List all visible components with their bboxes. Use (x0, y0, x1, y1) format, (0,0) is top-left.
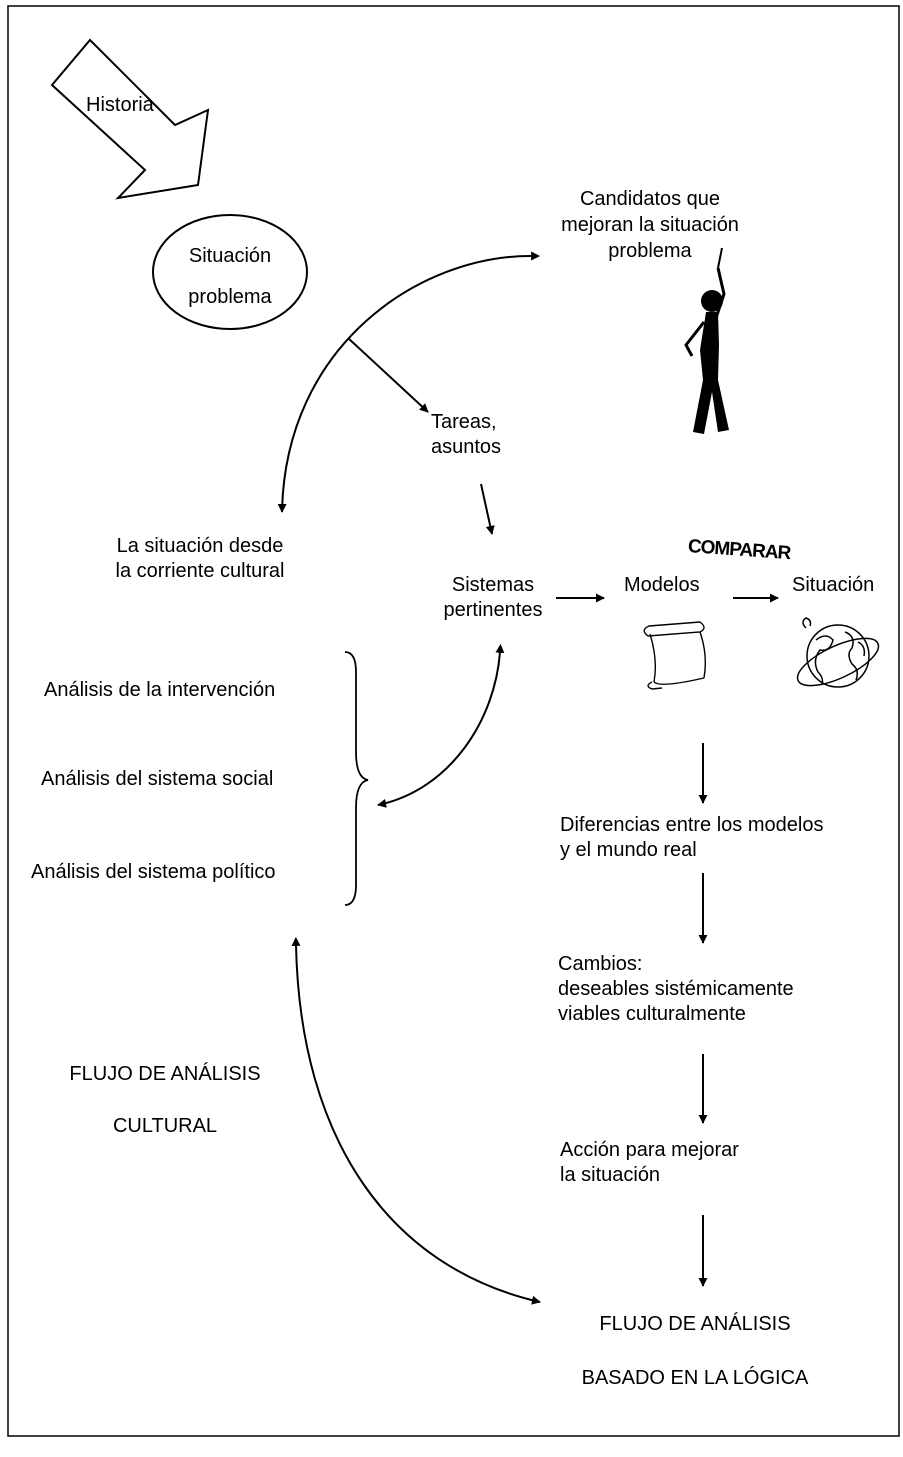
arrow-candidatos-cultural (277, 251, 541, 513)
modelos-label: Modelos (624, 574, 700, 596)
analisis-politico-label: Análisis del sistema político (31, 861, 276, 883)
scroll-icon (643, 621, 707, 690)
globe-icon (796, 617, 880, 688)
candidatos-label: Candidatos que mejoran la situación prob… (561, 188, 739, 262)
analisis-brace (344, 651, 369, 906)
situacion-cultural-label: La situación desde la corriente cultural (115, 535, 285, 582)
arrow-sistemas-analisis (377, 643, 505, 808)
tareas-label: Tareas, asuntos (431, 411, 502, 458)
sistemas-pertinentes-label: Sistemas pertinentes (443, 574, 543, 621)
cambios-label: Cambios: deseables sistémicamente viable… (558, 953, 794, 1025)
flujo-cultural-label: FLUJO DE ANÁLISIS CULTURAL (69, 1063, 261, 1137)
analisis-intervencion-label: Análisis de la intervención (44, 679, 276, 701)
situacion-problema-label: Situación problema (188, 245, 272, 308)
diferencias-label: Diferencias entre los modelos y el mundo… (560, 814, 824, 861)
arrow-cultural-logica (291, 936, 541, 1305)
arrow-situacion-tareas (347, 337, 429, 413)
situacion-label: Situación (792, 574, 875, 596)
stick-figure-icon (684, 247, 729, 434)
diagram-frame (7, 5, 900, 1437)
accion-label: Acción para mejorar la situación (560, 1139, 739, 1186)
arrow-tareas-sistemas (480, 483, 495, 535)
historia-label: Historia (86, 94, 154, 116)
analisis-social-label: Análisis del sistema social (41, 768, 274, 790)
history-arrow-icon (50, 38, 210, 200)
flujo-logica-label: FLUJO DE ANÁLISIS BASADO EN LA LÓGICA (581, 1313, 809, 1389)
